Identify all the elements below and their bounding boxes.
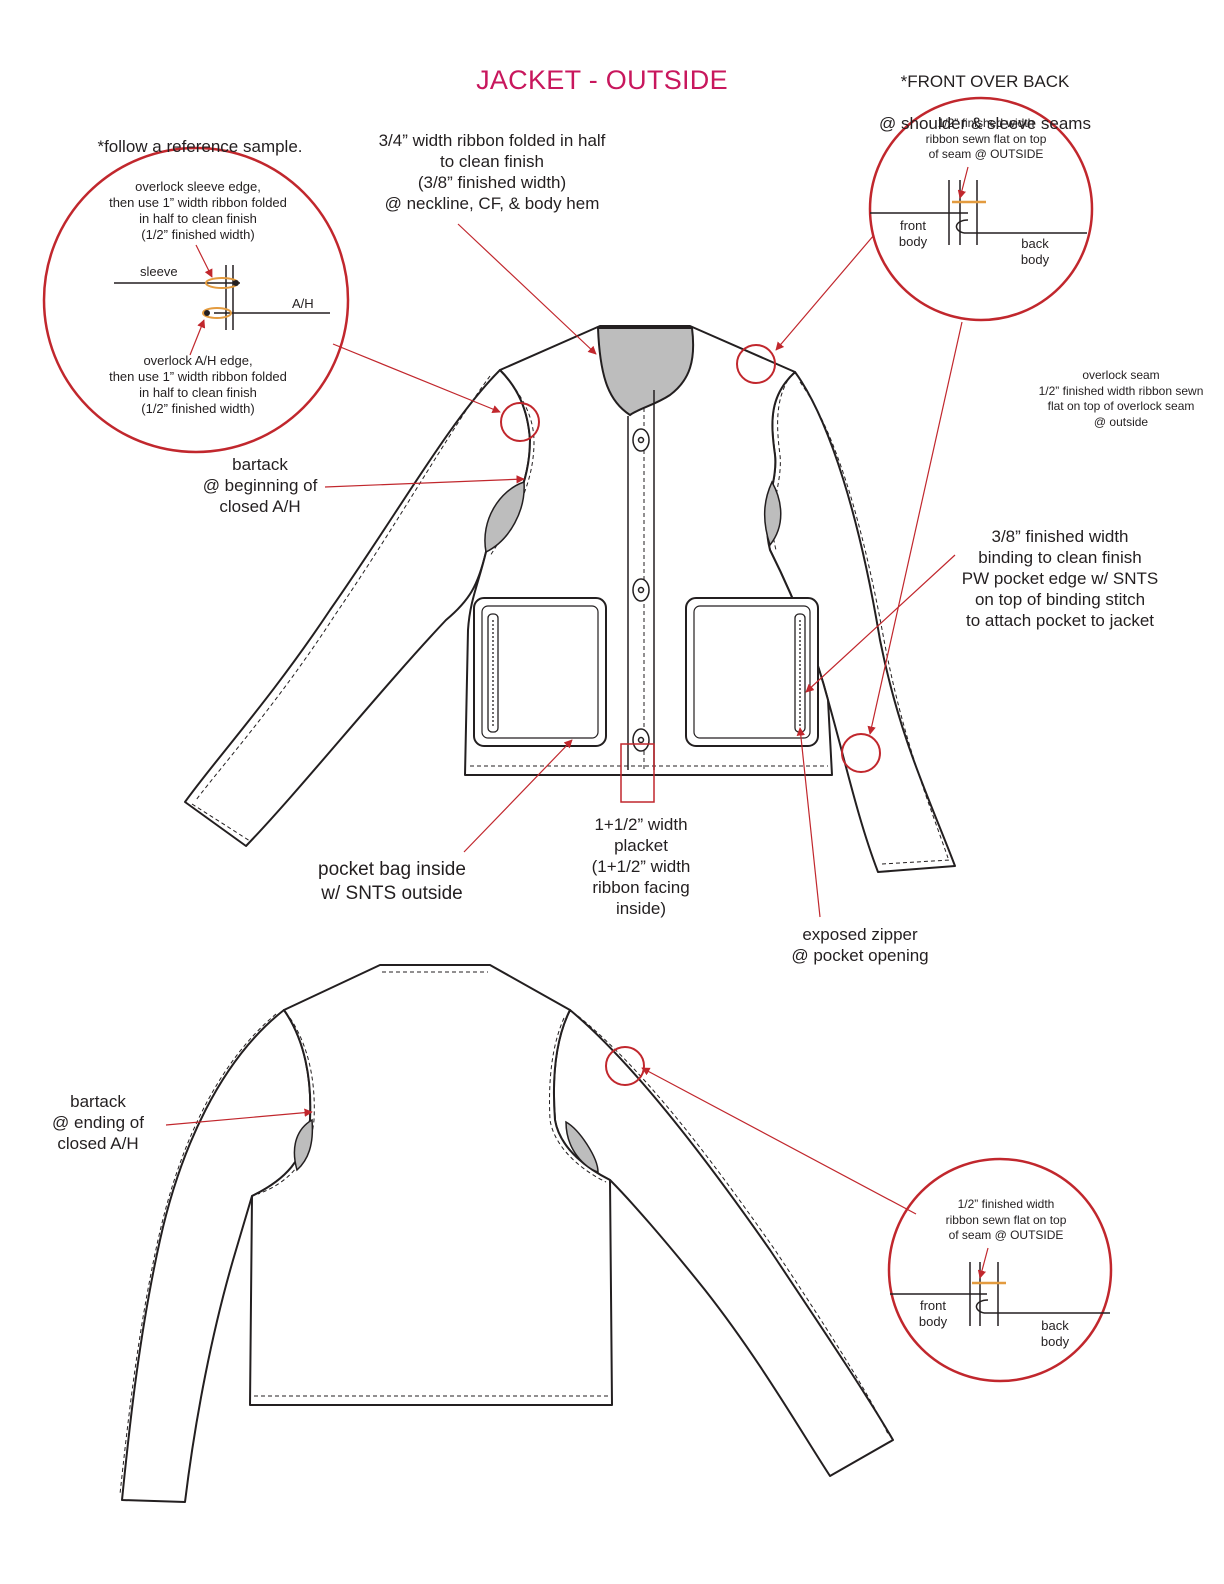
pocket-bag-note: pocket bag inside w/ SNTS outside [318,859,466,904]
overlock-seam-note: overlock seam 1/2” finished width ribbon… [1038,368,1204,429]
front-over-back-note: *FRONT OVER BACK @ shoulder & sleeve sea… [840,50,1130,155]
pocket-zippers [487,613,806,733]
bartack-back-note: bartack @ ending of closed A/H [52,1092,144,1154]
shoulder-back-body-label: back body [1020,236,1050,268]
callout-circles [500,344,881,1086]
binding-note: 3/8” finished width binding to clean fin… [961,527,1159,631]
detail-circle-sleeve [42,146,350,454]
front-pockets [473,597,819,747]
front-over-back-line-1: *FRONT OVER BACK [900,72,1070,92]
front-over-back-line-2: @ shoulder & sleeve seams [879,114,1091,134]
detail-circle-back-sleeve [887,1157,1113,1383]
reference-sample-note: *follow a reference sample. [97,137,303,156]
detail-circle-shoulder [868,96,1094,322]
back-jacket [121,964,894,1503]
zipper-note: exposed zipper @ pocket opening [791,925,929,966]
shoulder-detail-top-text: 1/2” finished width ribbon sewn flat on … [925,116,1047,162]
back-sleeve-front-body-label: front body [918,1298,948,1330]
sleeve-detail-bottom-text: overlock A/H edge, then use 1” width rib… [109,353,287,417]
armhole-label: A/H [292,296,314,311]
back-sleeve-detail-top-text: 1/2” finished width ribbon sewn flat on … [945,1197,1067,1243]
front-buttons [632,428,650,752]
back-body [249,964,613,1406]
back-sleeve-back-body-label: back body [1040,1318,1070,1350]
leader-lines [165,223,963,1215]
neckline-note: 3/4” width ribbon folded in half to clea… [378,131,606,214]
bartack-front-note: bartack @ beginning of closed A/H [202,455,318,517]
neckline-facing [596,327,695,417]
placket-note: 1+1/2” width placket (1+1/2” width ribbo… [591,815,691,919]
placket-callout-box [620,743,655,803]
front-right-armhole [763,480,782,547]
sleeve-detail-top-text: overlock sleeve edge, then use 1” width … [109,179,287,243]
shoulder-front-body-label: front body [898,218,928,250]
back-left-armhole [293,1118,314,1172]
page-title: JACKET - OUTSIDE [476,65,728,95]
sleeve-label: sleeve [140,264,178,279]
back-right-armhole [565,1120,599,1174]
